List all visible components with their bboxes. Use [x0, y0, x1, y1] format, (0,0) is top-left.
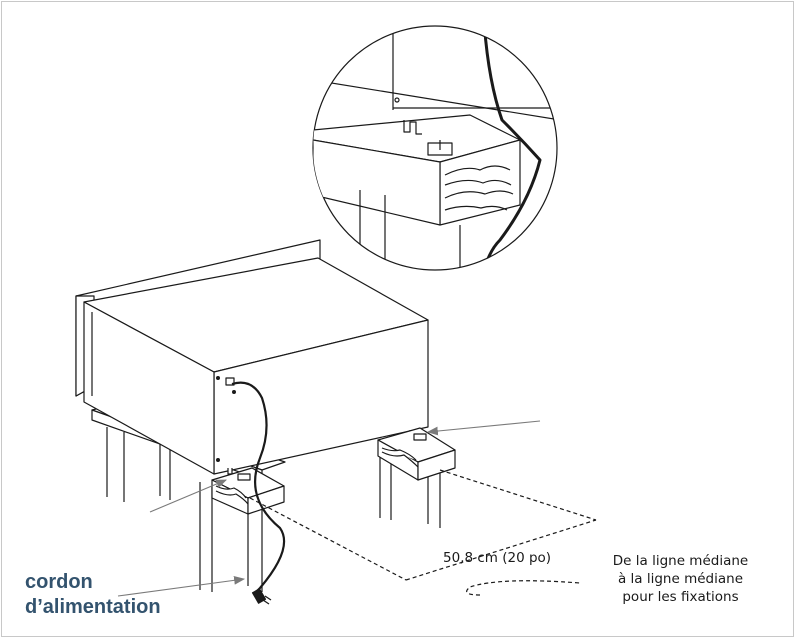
centerline-note-line1: De la ligne médiane: [612, 553, 749, 569]
power-cord-callout: cordon d’alimentation: [25, 570, 161, 620]
power-cord-label-line1: cordon: [25, 571, 93, 593]
centerline-note-line3: pour les fixations: [622, 589, 739, 605]
power-cord: [231, 381, 286, 595]
right-wood-block: [377, 427, 456, 481]
dimension-lines: [249, 469, 597, 596]
power-cord-label-line2: d’alimentation: [25, 596, 161, 618]
plug: [251, 588, 272, 605]
arrow-right-bracket: [426, 420, 541, 436]
dimension-label: 50,8 cm (20 po): [443, 550, 552, 566]
centerline-note-line2: à la ligne médiane: [617, 571, 743, 587]
cabinet: [83, 257, 429, 475]
detail-circle: [312, 25, 558, 271]
left-wood-block: [211, 467, 285, 515]
arrow-left-bracket: [149, 479, 228, 513]
left-support-legs: [106, 427, 263, 592]
arrow-power-cord: [117, 575, 246, 597]
centerline-note: De la ligne médiane à la ligne médiane p…: [588, 552, 773, 606]
right-support-legs: [379, 450, 441, 528]
